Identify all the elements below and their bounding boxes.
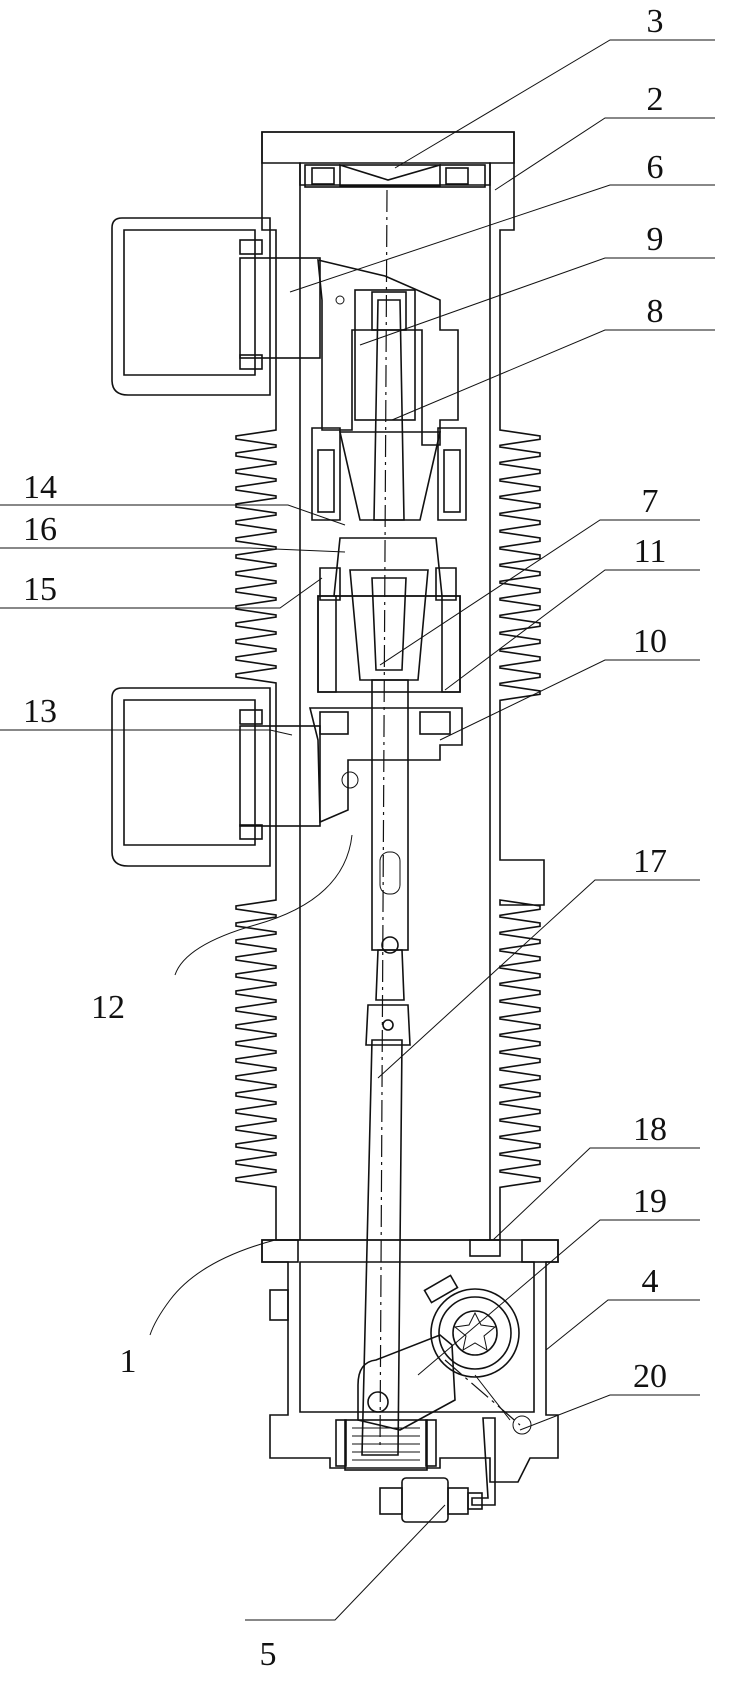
- callout-6: 6: [647, 149, 664, 186]
- callout-10: 10: [633, 623, 667, 660]
- callout-1: 1: [120, 1343, 137, 1380]
- vacuum-interrupter: [317, 537, 461, 693]
- callout-12: 12: [91, 989, 125, 1026]
- callout-19: 19: [633, 1183, 667, 1220]
- lower-contact-holder: [308, 707, 463, 824]
- bottom-fitting: [335, 1417, 496, 1523]
- callout-4: 4: [642, 1263, 659, 1300]
- upper-shield: [311, 427, 467, 521]
- stationary-conductor-rod: [338, 291, 442, 521]
- callout-3: 3: [647, 3, 664, 40]
- crank-mechanism: [357, 1274, 532, 1435]
- callout-labels: 3 2 6 9 8 14 16 15 7 11 10 13 12 17 18 1…: [23, 3, 667, 1673]
- lower-terminal-boss: [111, 687, 321, 867]
- top-cover: [261, 131, 515, 188]
- moving-conductor-rod: [371, 679, 409, 1001]
- callout-20: 20: [633, 1358, 667, 1395]
- callout-14: 14: [23, 469, 57, 506]
- callout-11: 11: [634, 533, 667, 570]
- leader-lines: [0, 39, 715, 1621]
- callout-18: 18: [633, 1111, 667, 1148]
- insulating-pull-rod: [361, 189, 411, 1456]
- mechanism-base: [261, 1239, 559, 1483]
- callout-8: 8: [647, 293, 664, 330]
- callout-2: 2: [647, 81, 664, 118]
- callout-17: 17: [633, 843, 667, 880]
- upper-terminal-boss: [111, 217, 321, 396]
- callout-7: 7: [642, 483, 659, 520]
- insulating-housing: [235, 131, 545, 1241]
- callout-16: 16: [23, 511, 57, 548]
- callout-9: 9: [647, 221, 664, 258]
- upper-contact-holder: [317, 258, 459, 446]
- callout-15: 15: [23, 571, 57, 608]
- callout-5: 5: [260, 1636, 277, 1673]
- callout-13: 13: [23, 693, 57, 730]
